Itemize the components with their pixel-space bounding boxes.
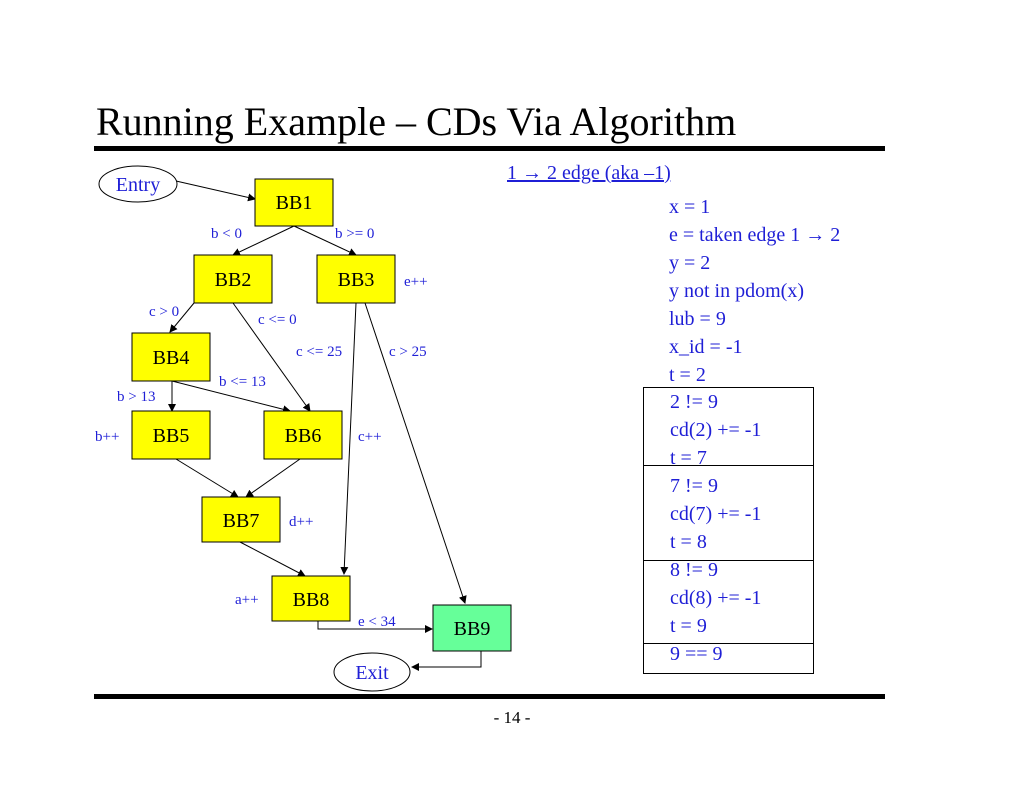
svg-text:BB9: BB9 bbox=[454, 618, 491, 640]
label-c-gt-0: c > 0 bbox=[149, 304, 179, 320]
block-bb9: BB9 bbox=[432, 604, 512, 652]
label-b-incr: b++ bbox=[95, 429, 119, 445]
step-line: y = 2 bbox=[669, 252, 711, 274]
label-b-gt-13: b > 13 bbox=[117, 389, 155, 405]
label-c-incr: c++ bbox=[358, 429, 382, 445]
entry-node bbox=[98, 165, 178, 203]
svg-text:BB4: BB4 bbox=[153, 347, 190, 369]
exit-node bbox=[333, 652, 411, 692]
edge-bb7-bb8 bbox=[239, 541, 306, 577]
edge-bb2-bb4 bbox=[169, 302, 195, 333]
svg-text:BB1: BB1 bbox=[276, 192, 313, 214]
footer-rule bbox=[94, 694, 885, 699]
svg-text:BB8: BB8 bbox=[293, 589, 330, 611]
block-bb4: BB4 bbox=[131, 332, 211, 382]
label-b-le-13: b <= 13 bbox=[219, 374, 266, 390]
edge-bb3-bb9 bbox=[364, 302, 467, 604]
block-bb8: BB8 bbox=[271, 575, 351, 622]
block-bb6: BB6 bbox=[263, 410, 343, 460]
edge-bb9-exit bbox=[411, 651, 482, 671]
step-line: t = 2 bbox=[669, 364, 706, 386]
svg-text:BB2: BB2 bbox=[215, 269, 252, 291]
page-number: - 14 - bbox=[493, 708, 531, 727]
edge-bb8-bb9 bbox=[317, 621, 433, 633]
step-line: x_id = -1 bbox=[669, 336, 743, 358]
label-b-ge-0: b >= 0 bbox=[335, 226, 374, 242]
block-bb7: BB7 bbox=[201, 496, 281, 543]
step-line: y not in pdom(x) bbox=[669, 280, 804, 302]
svg-text:BB6: BB6 bbox=[285, 425, 322, 447]
exit-node-label: Exit bbox=[355, 662, 389, 684]
edge-bb3-bb8 bbox=[340, 302, 357, 575]
title-rule bbox=[94, 146, 885, 151]
iteration-line: t = 9 bbox=[670, 615, 707, 637]
iteration-table: 2 != 9 cd(2) += -1 t = 7 7 != 9 cd(7) +=… bbox=[643, 387, 814, 674]
iteration-line: cd(8) += -1 bbox=[670, 587, 762, 609]
entry-node-label: Entry bbox=[116, 174, 160, 196]
block-bb1: BB1 bbox=[254, 178, 334, 227]
svg-text:BB5: BB5 bbox=[153, 425, 190, 447]
iteration-divider bbox=[644, 560, 813, 561]
iteration-line: t = 8 bbox=[670, 531, 707, 553]
label-e-lt-34: e < 34 bbox=[358, 614, 396, 630]
iteration-line: cd(7) += -1 bbox=[670, 503, 762, 525]
edges bbox=[168, 180, 482, 671]
edge-bb6-bb7 bbox=[245, 458, 301, 498]
block-bb3: BB3 bbox=[316, 254, 396, 304]
iteration-line: cd(2) += -1 bbox=[670, 419, 762, 441]
edge-bb1-bb2 bbox=[232, 225, 295, 256]
slide-title: Running Example – CDs Via Algorithm bbox=[96, 99, 737, 144]
walkthrough-steps: x = 1 e = taken edge 1 → 2 y = 2 y not i… bbox=[669, 193, 840, 389]
step-line: e = taken edge 1 → 2 bbox=[669, 224, 841, 246]
block-bb2: BB2 bbox=[193, 254, 273, 304]
block-bb5: BB5 bbox=[131, 410, 211, 460]
label-b-lt-0: b < 0 bbox=[211, 226, 242, 242]
edge-entry-bb1 bbox=[175, 180, 256, 202]
iteration-lines: 2 != 9 cd(2) += -1 t = 7 7 != 9 cd(7) +=… bbox=[670, 388, 761, 668]
iteration-line: 9 == 9 bbox=[670, 643, 723, 665]
walkthrough-edge-title: 1 → 2 edge (aka –1) bbox=[507, 162, 671, 184]
iteration-line: 8 != 9 bbox=[670, 559, 718, 581]
iteration-divider bbox=[644, 643, 813, 644]
step-line: x = 1 bbox=[669, 196, 711, 218]
svg-text:BB3: BB3 bbox=[338, 269, 375, 291]
iteration-divider bbox=[644, 465, 813, 466]
label-c-gt-25: c > 25 bbox=[389, 344, 427, 360]
label-d-incr: d++ bbox=[289, 514, 313, 530]
iteration-line: 2 != 9 bbox=[670, 391, 718, 413]
edge-bb1-bb3 bbox=[293, 225, 357, 256]
iteration-line: 7 != 9 bbox=[670, 475, 718, 497]
label-e-incr: e++ bbox=[404, 274, 428, 290]
edge-bb2-bb6 bbox=[232, 302, 311, 412]
label-a-incr: a++ bbox=[235, 592, 259, 608]
edge-bb5-bb7 bbox=[175, 458, 239, 498]
label-c-le-25: c <= 25 bbox=[296, 344, 342, 360]
step-line: lub = 9 bbox=[669, 308, 726, 330]
label-c-le-0: c <= 0 bbox=[258, 312, 297, 328]
edge-bb4-bb6 bbox=[171, 380, 291, 414]
iteration-line: t = 7 bbox=[670, 447, 707, 469]
svg-text:BB7: BB7 bbox=[223, 510, 260, 532]
